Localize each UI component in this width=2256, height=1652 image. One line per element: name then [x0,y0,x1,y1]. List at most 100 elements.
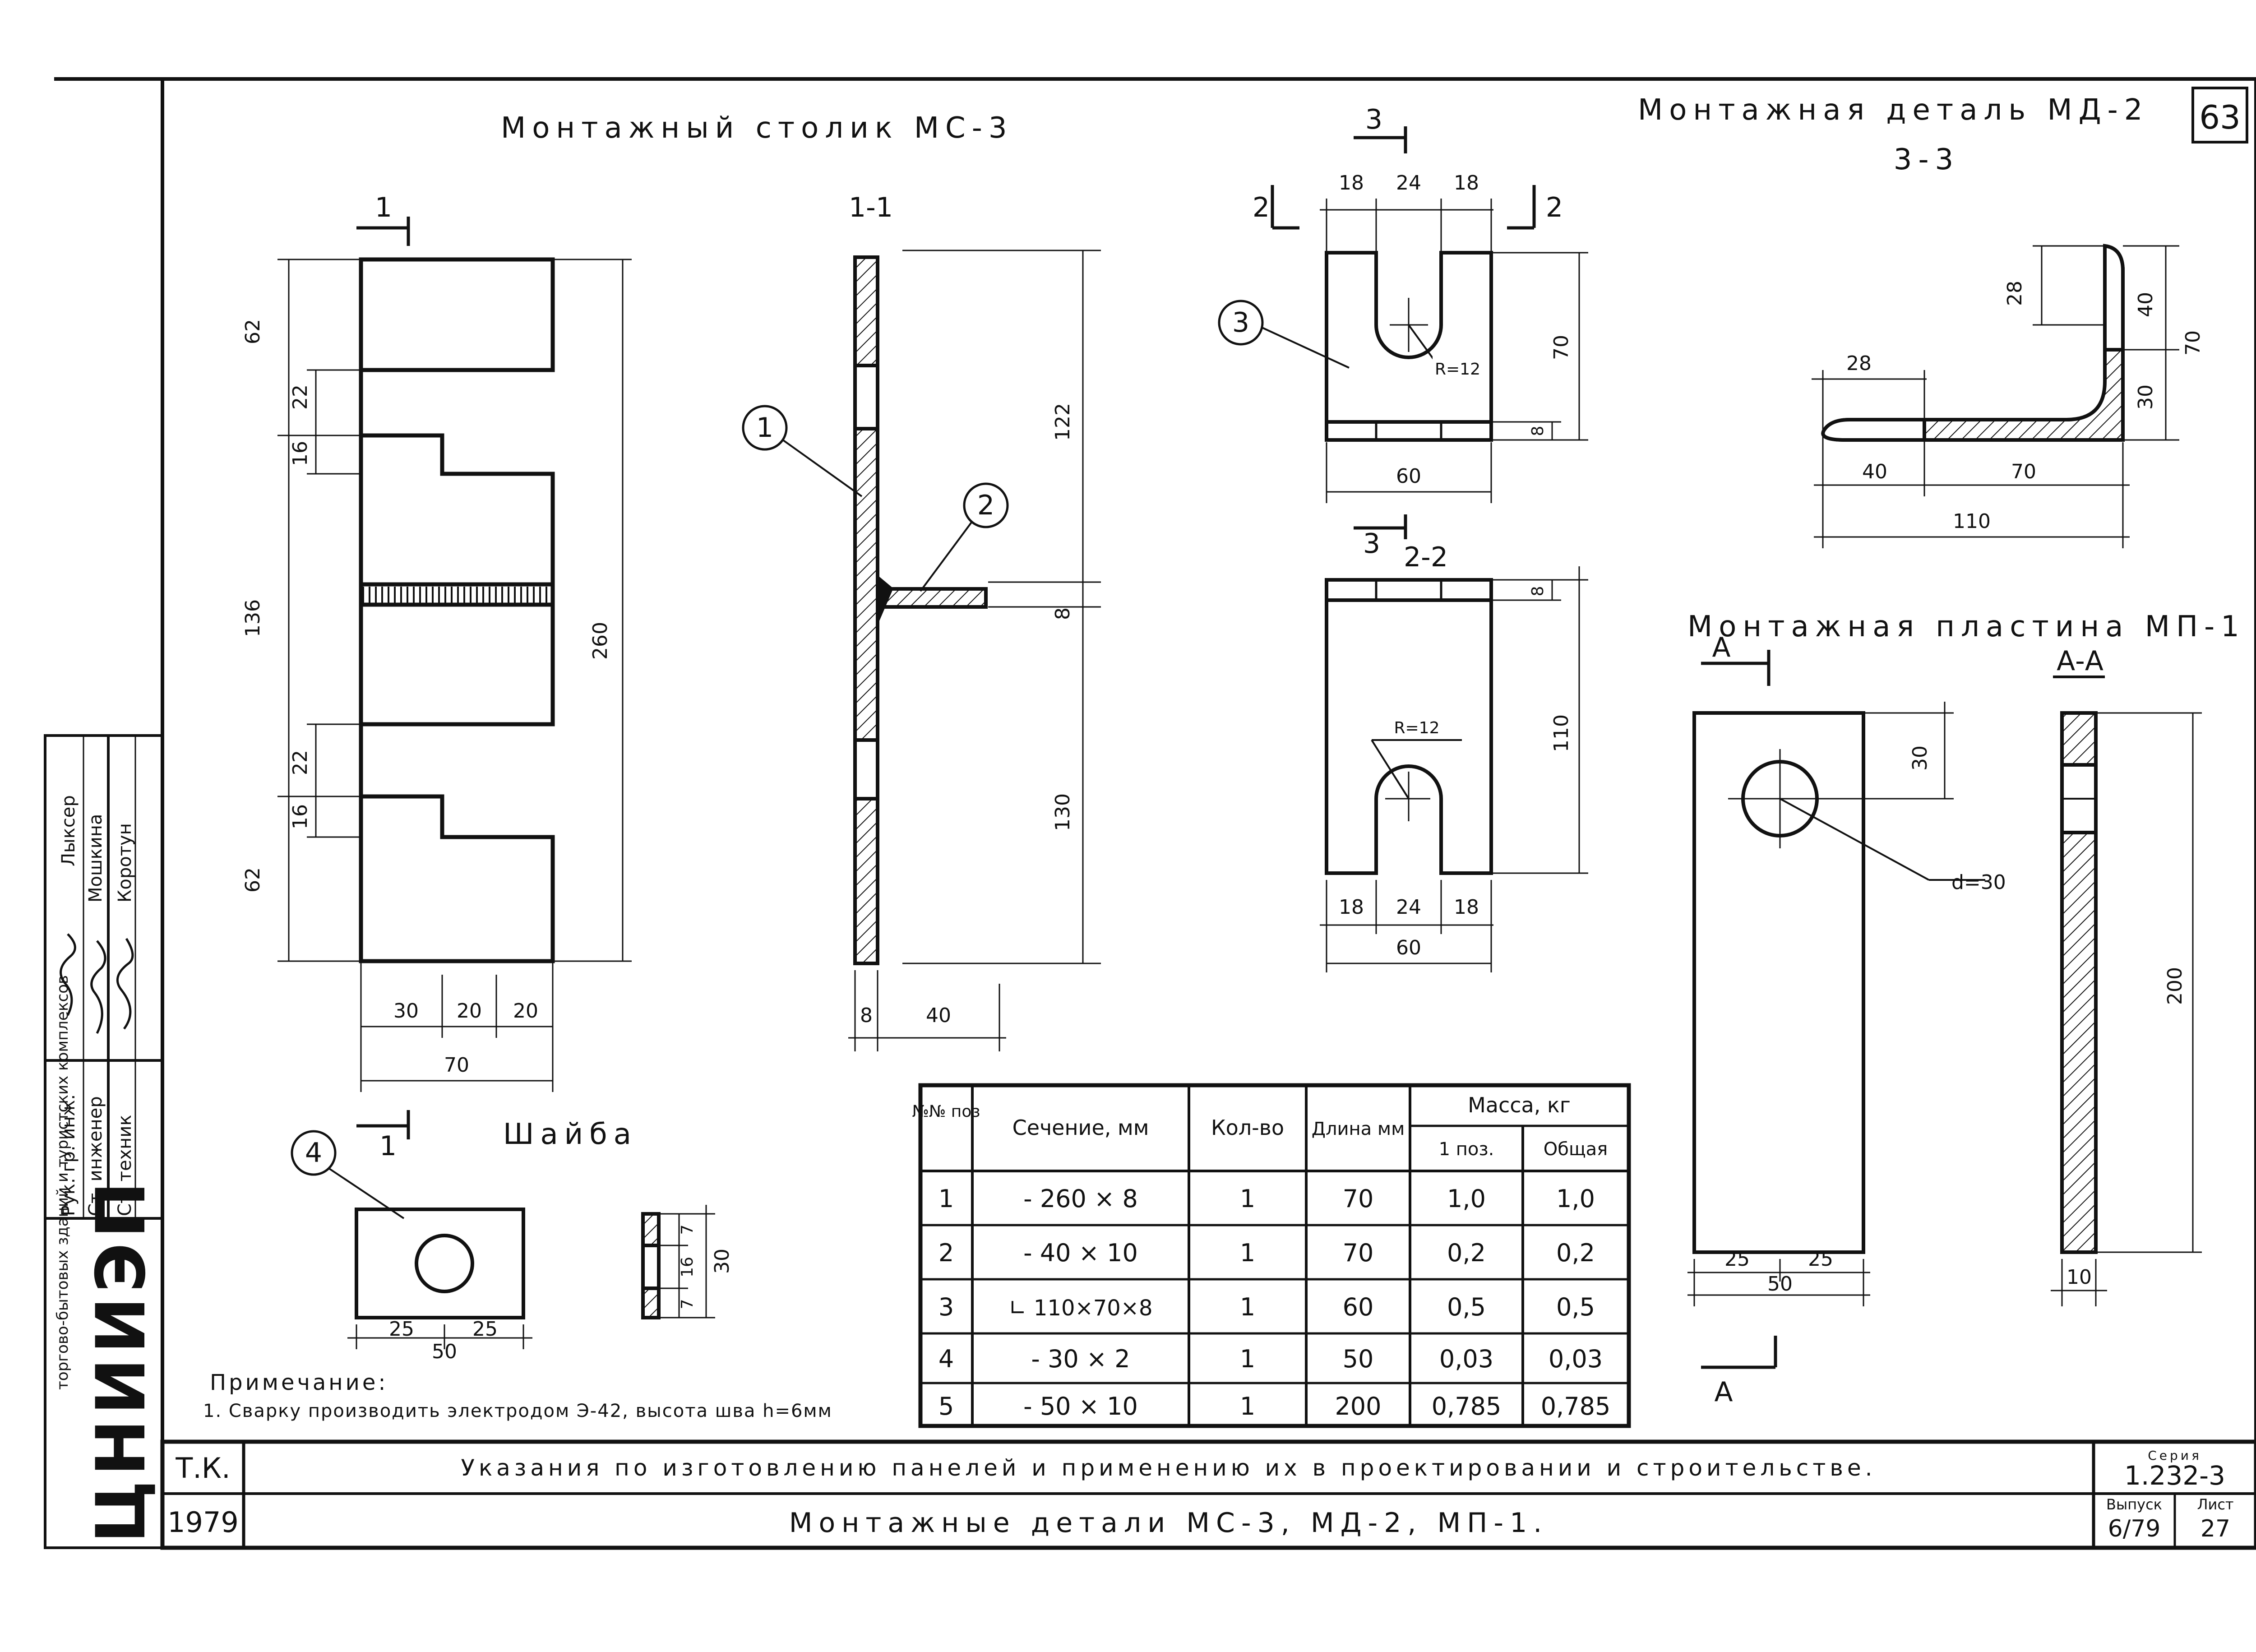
callout-1-label: 1 [756,412,773,444]
md2-angle [1821,244,2125,442]
dim-16-washer: 16 [678,1257,697,1277]
dim-200: 200 [2164,967,2187,1005]
dim-110-horiz: 110 [1953,510,1991,533]
stamp-signatures [60,933,134,1034]
dim-18b-33: 18 [1454,171,1479,194]
tb-description: Указания по изготовлению панелей и приме… [461,1455,1876,1481]
cell-mass-total: 0,03 [1549,1345,1603,1373]
dim-260: 260 [589,622,612,660]
section-mark-A-bottom [1701,1336,1777,1369]
dim-70-horiz: 70 [2011,460,2036,483]
section-3-3-label: 3-3 [1894,143,1960,176]
ms3-dims [277,259,632,1092]
cell-length: 200 [1335,1392,1381,1421]
dim-24-33: 24 [1396,171,1421,194]
cell-qty: 1 [1240,1345,1255,1373]
tb-series-label: Серия [2148,1448,2202,1463]
spec-table-row: 2 - 40 × 10 1 70 0,2 0,2 [938,1239,1595,1267]
dim-8-bottom: 8 [860,1004,873,1027]
dim-20b: 20 [513,1000,538,1023]
cell-mass-one: 0,785 [1432,1392,1502,1421]
cell-qty: 1 [1240,1185,1255,1213]
cell-section: - 50 × 10 [1023,1392,1138,1421]
section-mark-A-top [1701,650,1771,686]
dim-18b-22: 18 [1454,896,1479,919]
section-A-A-label: А-А [2057,645,2103,677]
dim-8-22: 8 [1529,586,1547,597]
dim-16-top: 16 [289,441,312,466]
cell-section: - 40 × 10 [1023,1239,1138,1267]
th-mass-one: 1 поз. [1439,1139,1494,1160]
sheet-frame [54,77,2256,1550]
dim-30-vert: 30 [2134,384,2157,410]
dim-20a: 20 [457,1000,482,1023]
section-mark-3-top [1354,126,1407,153]
dim-28-horiz: 28 [1846,352,1872,375]
cell-length: 70 [1343,1239,1374,1267]
section-2-2 [1325,578,1493,875]
callout-3 [1218,300,1350,369]
mark-3-top: 3 [1365,104,1382,135]
dim-122: 122 [1051,403,1074,441]
section-2-2-dims [1320,566,1588,972]
dim-25b-mp1: 25 [1808,1248,1833,1271]
washer-dims [347,1205,715,1349]
stamp-org-full: торгово-бытовых зданий и туристских комп… [54,975,72,1390]
th-section: Сечение, мм [1012,1115,1149,1140]
cell-section: - 30 × 2 [1031,1345,1130,1373]
callout-2-label: 2 [977,490,994,521]
mark-2-right: 2 [1546,192,1563,223]
cell-mass-total: 0,2 [1556,1239,1595,1267]
dim-40: 40 [926,1004,951,1027]
cell-qty: 1 [1240,1392,1255,1421]
cell-length: 60 [1343,1293,1374,1321]
section-A-A [2060,711,2098,1254]
radius-r12-33: R=12 [1435,360,1480,379]
dim-50-washer: 50 [432,1340,457,1363]
dim-70-33: 70 [1550,335,1573,360]
section-mark-2-right [1507,185,1536,230]
dim-d30: d=30 [1951,871,2006,894]
spec-table-row: 5 - 50 × 10 1 200 0,785 0,785 [938,1392,1610,1421]
mark-3-bottom: 3 [1363,528,1380,560]
dim-30: 30 [393,1000,419,1023]
section-mark-1-bottom [356,1110,410,1139]
cell-pos: 5 [938,1392,954,1421]
tb-issue: 6/79 [2108,1515,2161,1542]
th-pos: №№ поз [912,1102,980,1121]
washer-plan [355,1208,525,1319]
cell-length: 50 [1343,1345,1374,1373]
cell-pos: 3 [938,1293,954,1321]
title-washer: Шайба [503,1118,638,1151]
dim-18a-22: 18 [1339,896,1364,919]
tb-sheet-label: Лист [2197,1496,2233,1513]
stamp-role: Ст. техник [115,1115,135,1216]
spec-table-row: 3 ∟ 110×70×8 1 60 0,5 0,5 [938,1293,1595,1321]
tb-year: 1979 [167,1506,239,1539]
dim-110-22: 110 [1550,714,1573,752]
cell-mass-one: 0,5 [1447,1293,1486,1321]
section-1-1-dims [848,250,1101,1051]
cell-length: 70 [1343,1185,1374,1213]
tb-series: 1.232-3 [2124,1460,2225,1491]
section-mark-3-bottom [1354,514,1407,539]
section-1-1 [853,255,988,965]
section-1-1-label: 1-1 [849,192,893,223]
dim-60-33: 60 [1396,465,1421,488]
section-2-2-label: 2-2 [1404,541,1448,573]
th-mass: Масса, кг [1468,1093,1571,1117]
dim-24-22: 24 [1396,896,1421,919]
sheet-number: 63 [2199,98,2241,136]
cell-section: ∟ 110×70×8 [1008,1296,1152,1321]
dim-40-horiz: 40 [1862,460,1887,483]
mp1-plate [1692,711,1865,1254]
mark-A-bottom: А [1714,1376,1733,1408]
cell-qty: 1 [1240,1239,1255,1267]
cell-qty: 1 [1240,1293,1255,1321]
cell-mass-total: 0,785 [1541,1392,1611,1421]
mp1-dims [1687,702,1985,1306]
cell-mass-one: 1,0 [1447,1185,1486,1213]
cell-mass-one: 0,03 [1439,1345,1493,1373]
mark-2-left: 2 [1253,192,1270,223]
